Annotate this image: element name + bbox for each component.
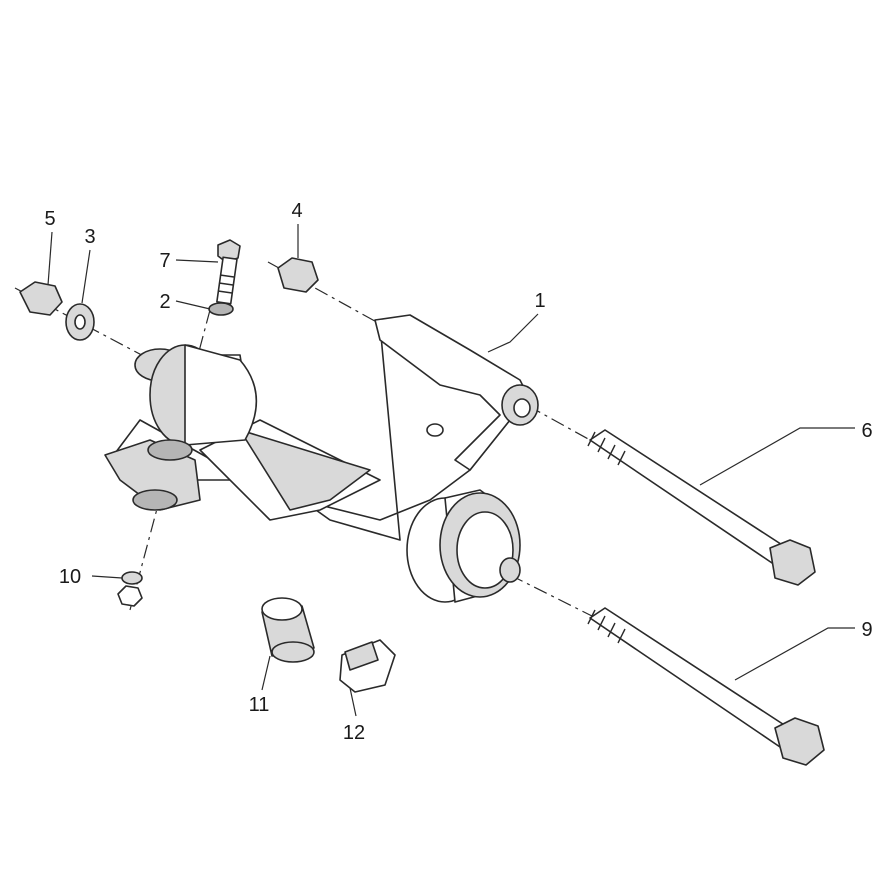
callout-12: 12 bbox=[343, 722, 365, 744]
leader-lines bbox=[47, 224, 855, 717]
swing-arm-part-1 bbox=[104, 314, 539, 603]
callout-10: 10 bbox=[59, 566, 81, 588]
callout-6: 6 bbox=[861, 420, 872, 442]
bushing-part-11 bbox=[261, 597, 315, 663]
washer-part-2 bbox=[208, 302, 234, 316]
callout-2: 2 bbox=[159, 291, 170, 313]
nut-part-4 bbox=[277, 257, 319, 293]
bolt-part-9 bbox=[587, 607, 825, 766]
callout-3: 3 bbox=[84, 226, 95, 248]
callout-5: 5 bbox=[44, 208, 55, 230]
callout-4: 4 bbox=[291, 200, 302, 222]
clip-part-12 bbox=[339, 639, 396, 693]
callout-7: 7 bbox=[159, 250, 170, 272]
bolt-part-7 bbox=[216, 239, 241, 305]
callout-1: 1 bbox=[534, 290, 545, 312]
bolt-part-6 bbox=[587, 429, 816, 586]
nut-part-5 bbox=[19, 281, 63, 316]
callout-9: 9 bbox=[861, 619, 872, 641]
callout-11: 11 bbox=[249, 694, 270, 716]
washer-part-3 bbox=[65, 303, 95, 341]
washer-nut-part-10 bbox=[117, 571, 143, 607]
